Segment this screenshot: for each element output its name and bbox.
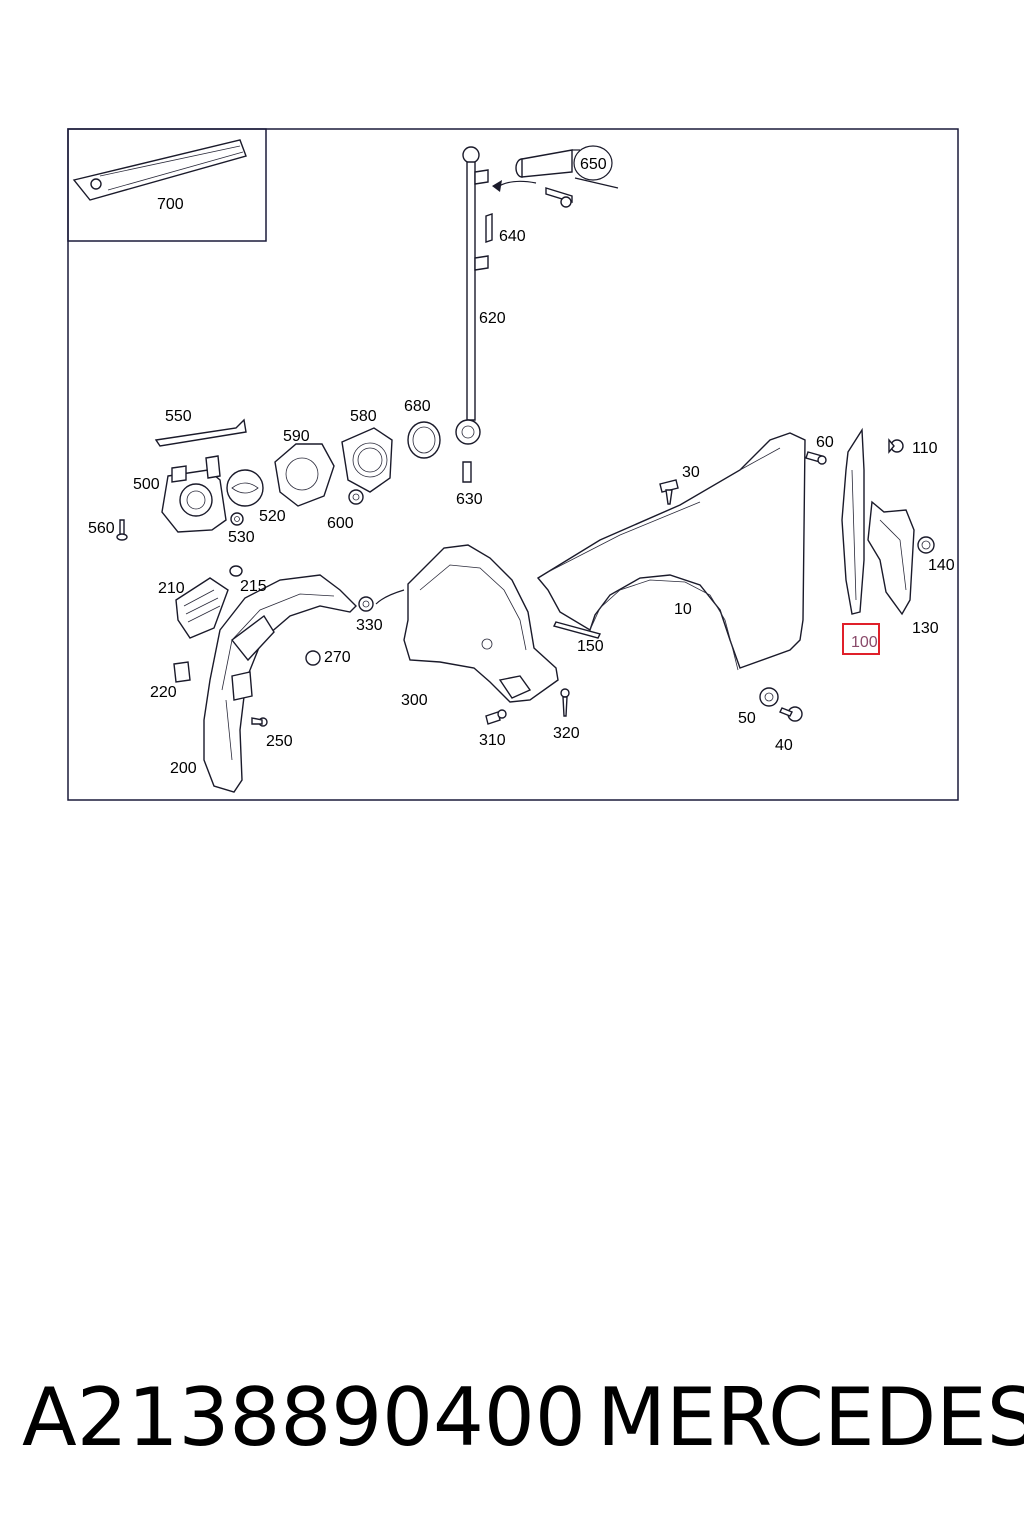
label-700: 700: [157, 196, 184, 213]
highlight-box-100: [842, 623, 880, 655]
label-110: 110: [912, 440, 938, 457]
part-530: [230, 512, 244, 526]
part-580: [341, 427, 393, 493]
diagram-frame: [67, 128, 959, 801]
part-130: [867, 500, 915, 616]
label-30: 30: [682, 464, 700, 481]
label-530: 530: [228, 529, 255, 546]
part-100: [841, 427, 865, 615]
inset-box-700: 700: [67, 128, 267, 242]
part-590: [274, 443, 335, 507]
label-620: 620: [479, 310, 506, 327]
label-200: 200: [170, 760, 197, 777]
label-220: 220: [150, 684, 177, 701]
parts-diagram: 700: [67, 128, 959, 801]
label-520: 520: [259, 508, 286, 525]
part-30: [659, 479, 679, 505]
part-220: [173, 661, 191, 683]
part-330: [358, 596, 374, 612]
label-600: 600: [327, 515, 354, 532]
label-50: 50: [738, 710, 756, 727]
brand-name: MERCEDES: [597, 1371, 1024, 1464]
label-60: 60: [816, 434, 834, 451]
part-600: [348, 489, 364, 505]
label-215: 215: [240, 578, 267, 595]
part-140: [917, 536, 935, 554]
part-320: [560, 688, 570, 717]
part-10-fender: [536, 432, 806, 671]
label-10: 10: [674, 601, 692, 618]
part-250: [251, 717, 268, 727]
part-680: [407, 421, 441, 459]
label-310: 310: [479, 732, 506, 749]
label-630: 630: [456, 491, 483, 508]
part-550: [154, 418, 247, 447]
part-620-rod: [455, 146, 489, 445]
label-130: 130: [912, 620, 939, 637]
label-320: 320: [553, 725, 580, 742]
part-50: [759, 687, 779, 707]
part-270: [305, 650, 321, 666]
part-640: [485, 213, 493, 243]
label-640: 640: [499, 228, 526, 245]
label-140: 140: [928, 557, 955, 574]
part-200: [203, 574, 357, 793]
part-60: [805, 451, 827, 465]
part-215: [229, 565, 243, 577]
label-560: 560: [88, 520, 115, 537]
part-560: [116, 519, 128, 541]
footer: A2138890400 MERCEDES: [0, 1368, 1024, 1478]
label-270: 270: [324, 649, 351, 666]
label-250: 250: [266, 733, 293, 750]
label-300: 300: [401, 692, 428, 709]
part-630: [462, 461, 472, 483]
label-40: 40: [775, 737, 793, 754]
part-310: [485, 709, 507, 725]
label-650: 650: [580, 156, 607, 173]
label-150: 150: [577, 638, 604, 655]
label-580: 580: [350, 408, 377, 425]
part-210: [175, 577, 229, 639]
part-520: [226, 469, 264, 507]
label-590: 590: [283, 428, 310, 445]
part-40: [779, 706, 803, 722]
label-680: 680: [404, 398, 431, 415]
label-500: 500: [133, 476, 160, 493]
part-300: [375, 544, 559, 703]
part-500: [161, 455, 227, 533]
part-110: [888, 438, 904, 454]
part-150: [552, 621, 602, 639]
label-550: 550: [165, 408, 192, 425]
part-650-bolt: [492, 145, 619, 208]
label-210: 210: [158, 580, 185, 597]
label-100: 100: [851, 634, 878, 651]
label-330: 330: [356, 617, 383, 634]
part-number: A2138890400: [22, 1371, 586, 1464]
